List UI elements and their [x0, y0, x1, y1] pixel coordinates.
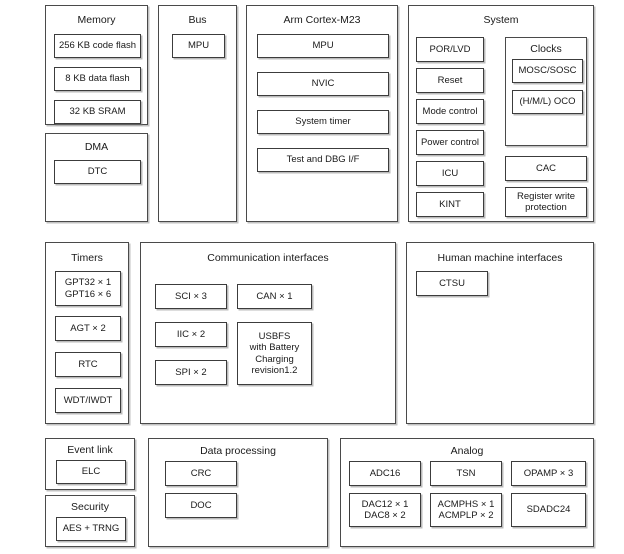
block-crc[interactable]: CRC — [165, 461, 237, 486]
block-sdadc24[interactable]: SDADC24 — [511, 493, 586, 527]
panel-system: System POR/LVD Reset Mode control Power … — [408, 5, 594, 222]
block-sci[interactable]: SCI × 3 — [155, 284, 227, 309]
panel-data-processing-title: Data processing — [200, 445, 276, 457]
panel-memory: Memory 256 KB code flash 8 KB data flash… — [45, 5, 148, 125]
block-spi[interactable]: SPI × 2 — [155, 360, 227, 385]
block-mode-control[interactable]: Mode control — [416, 99, 484, 124]
panel-security-title: Security — [71, 501, 109, 513]
subpanel-clocks: Clocks MOSC/SOSC (H/M/L) OCO — [505, 37, 587, 146]
block-kint[interactable]: KINT — [416, 192, 484, 217]
block-cpu-nvic[interactable]: NVIC — [257, 72, 389, 96]
block-cpu-test-dbg-if[interactable]: Test and DBG I/F — [257, 148, 389, 172]
panel-cpu-title: Arm Cortex-M23 — [283, 14, 361, 26]
block-bus-mpu[interactable]: MPU — [172, 34, 225, 58]
block-can[interactable]: CAN × 1 — [237, 284, 312, 309]
panel-analog: Analog ADC16 TSN OPAMP × 3 DAC12 × 1 DAC… — [340, 438, 594, 547]
panel-communication-title: Communication interfaces — [207, 252, 329, 264]
block-power-control[interactable]: Power control — [416, 130, 484, 155]
panel-timers: Timers GPT32 × 1 GPT16 × 6 AGT × 2 RTC W… — [45, 242, 129, 424]
block-iic[interactable]: IIC × 2 — [155, 322, 227, 347]
block-dtc[interactable]: DTC — [54, 160, 141, 184]
block-acmp[interactable]: ACMPHS × 1 ACMPLP × 2 — [430, 493, 502, 527]
panel-bus-title: Bus — [188, 14, 207, 26]
panel-dma: DMA DTC — [45, 133, 148, 222]
block-cpu-mpu[interactable]: MPU — [257, 34, 389, 58]
block-data-flash[interactable]: 8 KB data flash — [54, 67, 141, 91]
block-hml-oco[interactable]: (H/M/L) OCO — [512, 90, 583, 114]
block-usbfs[interactable]: USBFS with Battery Charging revision1.2 — [237, 322, 312, 385]
panel-system-title: System — [483, 14, 519, 26]
subpanel-clocks-title: Clocks — [530, 43, 562, 55]
panel-memory-title: Memory — [77, 14, 116, 26]
block-ctsu[interactable]: CTSU — [416, 271, 488, 296]
panel-analog-title: Analog — [450, 445, 484, 457]
panel-arm-cortex-m23: Arm Cortex-M23 MPU NVIC System timer Tes… — [246, 5, 398, 222]
block-rtc[interactable]: RTC — [55, 352, 121, 377]
block-aes-trng[interactable]: AES + TRNG — [56, 517, 126, 541]
block-dac[interactable]: DAC12 × 1 DAC8 × 2 — [349, 493, 421, 527]
panel-timers-title: Timers — [71, 252, 103, 264]
panel-security: Security AES + TRNG — [45, 495, 135, 547]
block-por-lvd[interactable]: POR/LVD — [416, 37, 484, 62]
panel-data-processing: Data processing CRC DOC — [148, 438, 328, 547]
block-cpu-system-timer[interactable]: System timer — [257, 110, 389, 134]
panel-human-machine-interfaces: Human machine interfaces CTSU — [406, 242, 594, 424]
block-reset[interactable]: Reset — [416, 68, 484, 93]
block-elc[interactable]: ELC — [56, 460, 126, 484]
panel-hmi-title: Human machine interfaces — [437, 252, 563, 264]
block-mosc-sosc[interactable]: MOSC/SOSC — [512, 59, 583, 83]
block-register-write-protection[interactable]: Register write protection — [505, 187, 587, 217]
block-cac[interactable]: CAC — [505, 156, 587, 181]
block-opamp[interactable]: OPAMP × 3 — [511, 461, 586, 486]
panel-event-link: Event link ELC — [45, 438, 135, 490]
block-agt[interactable]: AGT × 2 — [55, 316, 121, 341]
panel-event-link-title: Event link — [67, 444, 113, 456]
block-doc[interactable]: DOC — [165, 493, 237, 518]
block-wdt-iwdt[interactable]: WDT/IWDT — [55, 388, 121, 413]
panel-bus: Bus MPU — [158, 5, 237, 222]
block-code-flash[interactable]: 256 KB code flash — [54, 34, 141, 58]
block-sram[interactable]: 32 KB SRAM — [54, 100, 141, 124]
panel-dma-title: DMA — [84, 141, 109, 153]
block-adc16[interactable]: ADC16 — [349, 461, 421, 486]
block-gpt[interactable]: GPT32 × 1 GPT16 × 6 — [55, 271, 121, 306]
block-icu[interactable]: ICU — [416, 161, 484, 186]
block-tsn[interactable]: TSN — [430, 461, 502, 486]
panel-communication-interfaces: Communication interfaces SCI × 3 IIC × 2… — [140, 242, 396, 424]
